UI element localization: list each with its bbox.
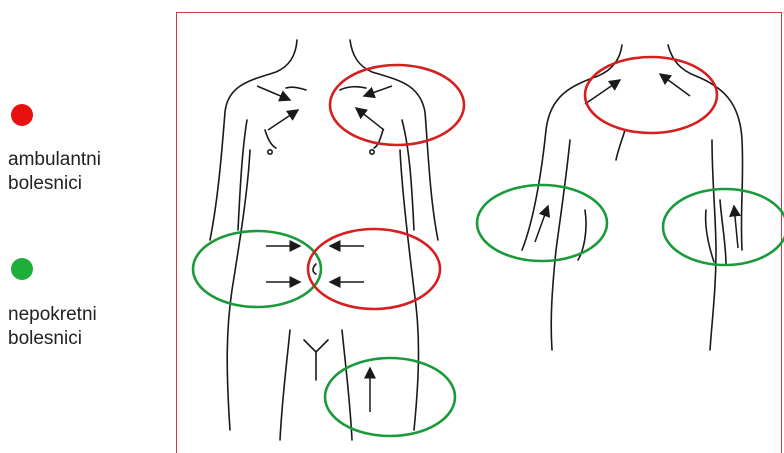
- front-body-outline: [210, 40, 438, 440]
- zone-upper-back: [585, 57, 717, 133]
- back-arrows: [535, 74, 738, 248]
- front-arrows: [257, 86, 392, 412]
- back-body-outline: [522, 45, 743, 350]
- zone-abdomen-left: [193, 231, 321, 307]
- zone-thigh-front: [325, 358, 455, 436]
- zone-abdomen-right: [308, 229, 440, 309]
- zone-chest-right: [330, 65, 464, 145]
